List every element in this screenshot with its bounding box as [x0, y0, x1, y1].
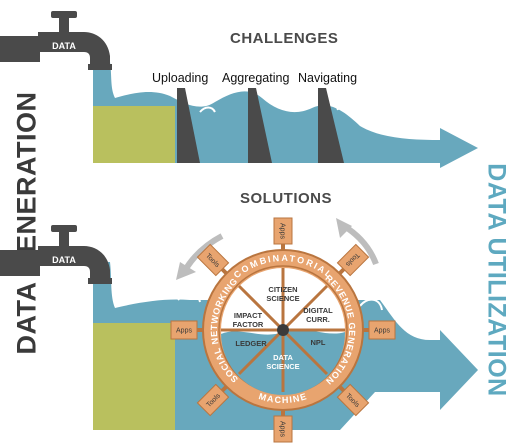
- gate-uploading: [177, 88, 200, 163]
- paddle-label-top: Apps: [279, 223, 286, 239]
- challenge-uploading: Uploading: [152, 71, 209, 85]
- solutions-title: SOLUTIONS: [240, 190, 333, 207]
- segment-npl: NPL: [311, 338, 326, 347]
- segment-citizen-science-line2: SCIENCE: [266, 294, 299, 303]
- challenges-ground: [93, 106, 175, 163]
- segment-digital-curr-line1: DIGITAL: [303, 306, 333, 315]
- segment-impact-factor-line1: IMPACT: [234, 311, 263, 320]
- faucet-bottom-label: DATA: [52, 255, 76, 265]
- rotation-arrowhead-right: [336, 218, 352, 238]
- water-wheel: [170, 217, 396, 443]
- challenge-navigating: Navigating: [298, 71, 358, 85]
- wheel-hub: [277, 324, 289, 336]
- paddle-label-bottom: Apps: [279, 421, 286, 437]
- segment-digital-curr-line2: CURR.: [306, 315, 330, 324]
- challenges-title: CHALLENGES: [230, 30, 339, 47]
- paddle-top: [273, 217, 293, 254]
- paddle-right: [359, 320, 396, 340]
- ring-label-bottom: MACHINE: [258, 391, 309, 405]
- gate-navigating: [318, 88, 344, 163]
- splash-swirl-bottom: [177, 292, 412, 327]
- faucet-top-label: DATA: [52, 41, 76, 51]
- challenge-aggregating: Aggregating: [222, 71, 290, 85]
- paddle-label-left: Apps: [176, 328, 192, 335]
- solutions-ground: [93, 323, 175, 430]
- rotation-arrowhead-left: [176, 262, 196, 280]
- segment-ledger: LEDGER: [235, 339, 267, 348]
- faucet-bottom: [0, 225, 112, 284]
- segment-data-science-line2: SCIENCE: [266, 362, 299, 371]
- segment-impact-factor-line2: FACTOR: [233, 320, 264, 329]
- faucet-top: [0, 11, 112, 70]
- splash-swirl: [179, 89, 339, 113]
- challenges-scene: [0, 11, 478, 168]
- segment-citizen-science-line1: CITIZEN: [268, 285, 297, 294]
- segment-data-science-line1: DATA: [273, 353, 293, 362]
- paddle-label-right: Apps: [374, 328, 390, 335]
- gate-aggregating: [248, 88, 272, 163]
- paddle-left: [170, 320, 207, 340]
- paddle-bottom: [273, 406, 293, 443]
